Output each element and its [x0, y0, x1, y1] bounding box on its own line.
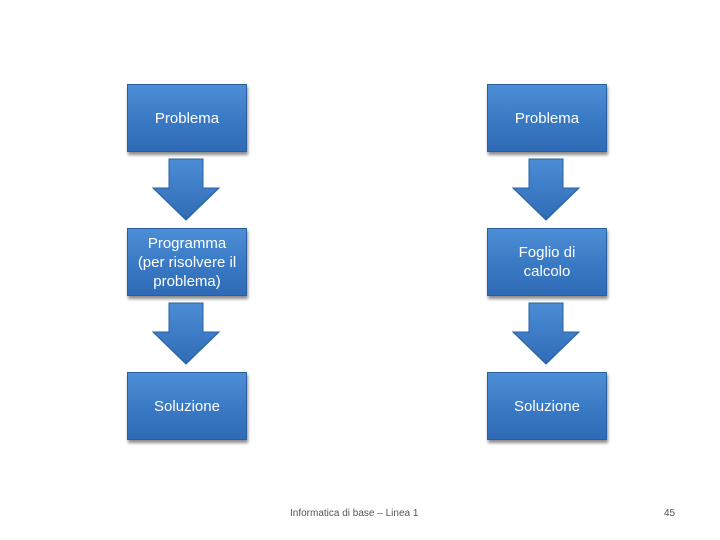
left-box-soluzione: Soluzione — [127, 372, 247, 440]
page-number: 45 — [664, 508, 676, 519]
right-box-foglio-di-calcolo: Foglio di calcolo — [487, 228, 607, 296]
left-box-problema-label: Problema — [154, 109, 220, 127]
left-box-programma: Programma (per risolvere il problema) — [127, 228, 247, 296]
right-box-problema: Problema — [487, 84, 607, 152]
left-box-problema: Problema — [127, 84, 247, 152]
left-box-soluzione-label: Soluzione — [154, 397, 220, 415]
right-box-foglio-label: Foglio di calcolo — [518, 244, 576, 280]
right-box-problema-label: Problema — [514, 109, 580, 127]
right-down-arrow-2 — [512, 302, 580, 366]
footer-title: Informatica di base – Linea 1 — [290, 508, 419, 519]
right-box-soluzione-label: Soluzione — [514, 397, 580, 415]
left-down-arrow-2 — [152, 302, 220, 366]
left-box-programma-label: Programma (per risolvere il problema) — [137, 234, 237, 290]
right-down-arrow-1 — [512, 158, 580, 222]
left-down-arrow-1 — [152, 158, 220, 222]
right-box-soluzione: Soluzione — [487, 372, 607, 440]
